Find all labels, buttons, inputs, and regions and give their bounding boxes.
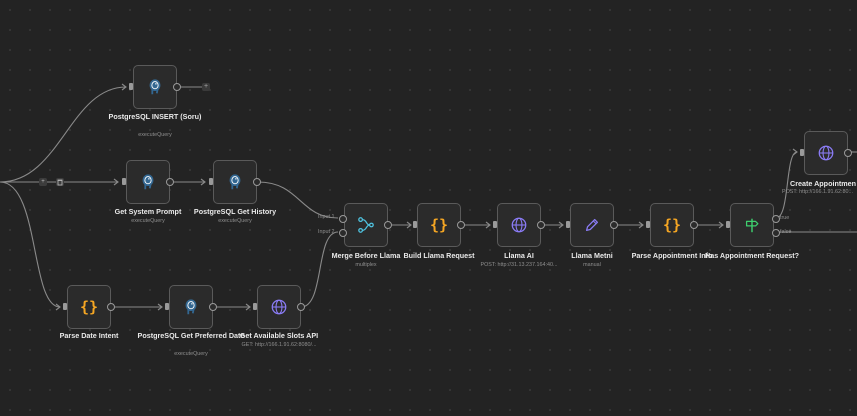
- node-postgresql-get-history[interactable]: [209, 160, 261, 204]
- node-merge-before-llama[interactable]: [344, 203, 392, 247]
- input-port[interactable]: [165, 302, 169, 310]
- output-port[interactable]: [844, 149, 852, 157]
- input-2-port[interactable]: [339, 229, 347, 237]
- output-port[interactable]: [457, 221, 465, 229]
- node-title: Get System Prompt: [114, 207, 182, 216]
- node-llama-ai[interactable]: [493, 203, 545, 247]
- output-port[interactable]: [537, 221, 545, 229]
- signpost-icon: [745, 218, 759, 233]
- false-branch-label: false: [780, 229, 792, 235]
- output-port[interactable]: [166, 178, 174, 186]
- node-title: Llama AI: [504, 251, 534, 260]
- node-get-system-prompt[interactable]: [122, 160, 174, 204]
- output-port[interactable]: [690, 221, 698, 229]
- node-postgresql-get-preferred-date[interactable]: [165, 285, 217, 329]
- globe-icon: [818, 145, 834, 161]
- postgres-icon: [229, 174, 241, 190]
- input-port[interactable]: [63, 302, 67, 310]
- node-title: PostgreSQL Get Preferred Date: [137, 331, 245, 340]
- node-subtitle: executeQuery: [218, 218, 252, 224]
- add-next-node-button[interactable]: +: [202, 83, 210, 91]
- node-postgresql-insert[interactable]: [129, 65, 181, 109]
- postgres-icon: [149, 79, 161, 95]
- input-port[interactable]: [646, 220, 650, 228]
- input-port[interactable]: [209, 177, 213, 185]
- input-port[interactable]: [253, 302, 257, 310]
- node-llama-metni[interactable]: [566, 203, 618, 247]
- node-subtitle: manual: [583, 262, 601, 268]
- node-has-appointment-request[interactable]: [726, 203, 774, 247]
- node-subtitle: GET: http://166.1.91.62:8080/...: [241, 342, 317, 348]
- wire-history-merge: [257, 181, 339, 219]
- wire-to-insert: [0, 86, 127, 183]
- add-node-edge-button[interactable]: +: [39, 178, 47, 186]
- node-title: Parse Date Intent: [59, 331, 119, 340]
- node-title: Create Appointmen: [790, 179, 857, 188]
- node-title: Build Llama Request: [403, 251, 475, 260]
- true-branch-label: true: [780, 215, 790, 221]
- input-1-label: Input 1: [318, 214, 335, 220]
- input-port[interactable]: [493, 220, 497, 228]
- pencil-icon: [585, 218, 599, 232]
- wire-to-parse-date: [0, 181, 61, 308]
- node-subtitle: POST: http://166.1.91.62:80...: [782, 189, 854, 195]
- node-subtitle: executeQuery: [174, 351, 208, 357]
- input-port[interactable]: [800, 148, 804, 156]
- code-icon: {}: [662, 216, 682, 234]
- node-title: PostgreSQL Get History: [193, 207, 277, 216]
- input-port[interactable]: [413, 220, 417, 228]
- input-port[interactable]: [726, 220, 730, 228]
- node-title: Llama Metni: [571, 251, 613, 260]
- delete-edge-button[interactable]: [56, 178, 64, 186]
- input-1-port[interactable]: [339, 215, 347, 223]
- input-2-label: Input 2: [318, 229, 335, 235]
- code-icon: {}: [429, 216, 449, 234]
- output-port[interactable]: [107, 303, 115, 311]
- false-output-port[interactable]: [772, 229, 780, 237]
- arrow: [113, 178, 119, 186]
- trash-icon: [57, 179, 63, 186]
- node-subtitle: executeQuery: [131, 218, 165, 224]
- node-parse-date-intent[interactable]: {}: [63, 285, 115, 329]
- node-get-available-slots-api[interactable]: [253, 285, 305, 329]
- node-title: Get Available Slots API: [239, 331, 319, 340]
- code-icon: {}: [79, 298, 99, 316]
- node-subtitle: POST: http://31.13.237.164:40...: [480, 262, 558, 268]
- output-port[interactable]: [173, 83, 181, 91]
- merge-icon: [358, 217, 374, 233]
- output-port[interactable]: [384, 221, 392, 229]
- output-port[interactable]: [253, 178, 261, 186]
- node-create-appointment[interactable]: [800, 131, 852, 175]
- input-port[interactable]: [566, 220, 570, 228]
- input-port[interactable]: [129, 82, 133, 90]
- node-title: Has Appointment Request?: [705, 251, 799, 260]
- postgres-icon: [185, 299, 197, 315]
- postgres-icon: [142, 174, 154, 190]
- true-output-port[interactable]: [772, 215, 780, 223]
- node-subtitle: multiplex: [355, 262, 377, 268]
- output-port[interactable]: [209, 303, 217, 311]
- node-title: PostgreSQL INSERT (Soru): [108, 112, 202, 121]
- node-subtitle: executeQuery: [138, 132, 172, 138]
- output-port[interactable]: [297, 303, 305, 311]
- node-build-llama-request[interactable]: {}: [413, 203, 465, 247]
- input-port[interactable]: [122, 177, 126, 185]
- output-port[interactable]: [610, 221, 618, 229]
- node-title: Merge Before Llama: [331, 251, 401, 260]
- node-title: Parse Appointment Info: [631, 251, 713, 260]
- globe-icon: [511, 217, 527, 233]
- wire-slots-merge: [300, 231, 339, 308]
- node-parse-appointment-info[interactable]: {}: [646, 203, 698, 247]
- globe-icon: [271, 299, 287, 315]
